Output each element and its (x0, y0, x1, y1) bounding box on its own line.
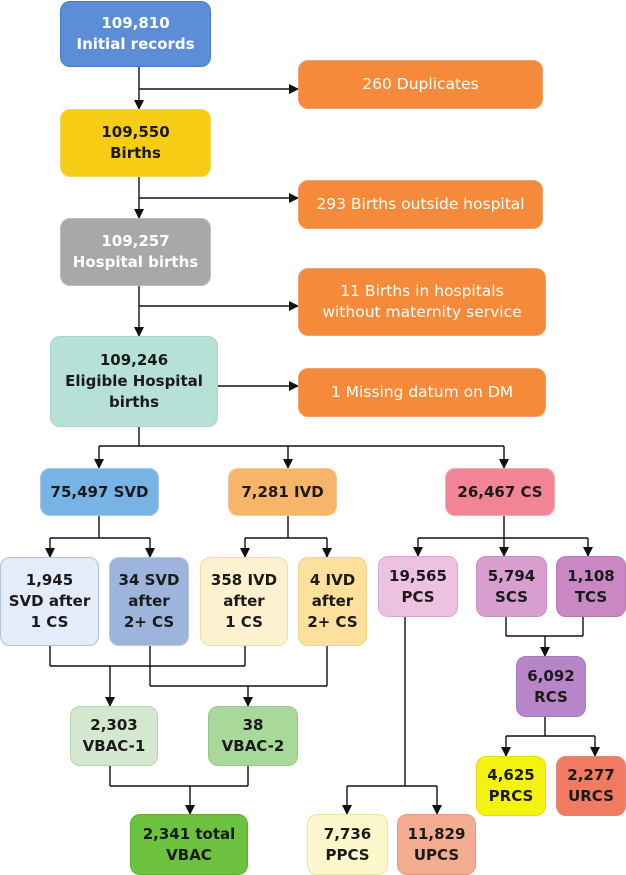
prcs-count: 4,625 (487, 766, 535, 784)
scs-label: SCS (495, 587, 528, 606)
outside-hospital-exclusion-box: 293 Births outside hospital (298, 180, 543, 229)
eligible-births-label-1: Eligible Hospital (65, 372, 203, 390)
svd-after-2cs-box: 34 SVD after 2+ CS (109, 557, 189, 646)
births-label: Births (110, 144, 161, 162)
duplicates-exclusion-box: 260 Duplicates (298, 60, 543, 109)
births-count: 109,550 (101, 123, 170, 141)
prcs-box: 4,625 PRCS (476, 756, 546, 816)
vbac1-box: 2,303 VBAC-1 (70, 706, 158, 766)
svd-after-2cs-line-3: 2+ CS (123, 613, 175, 631)
ivd-after-2cs-box: 4 IVD after 2+ CS (298, 557, 367, 646)
ivd-after-2cs-line-2: after (311, 592, 354, 610)
eligible-births-label-2: births (108, 393, 160, 411)
svd-after-2cs-count: 34 SVD (118, 571, 180, 589)
pcs-box: 19,565 PCS (378, 556, 458, 617)
initial-records-label: Initial records (76, 35, 195, 53)
ivd-after-2cs-count: 4 IVD (309, 571, 356, 589)
svd-box: 75,497 SVD (40, 468, 159, 516)
duplicates-label: 260 Duplicates (362, 75, 479, 93)
no-maternity-exclusion-box: 11 Births in hospitals without maternity… (298, 268, 546, 336)
ivd-after-1cs-line-2: after (223, 592, 265, 610)
ivd-label: 7,281 IVD (241, 482, 324, 501)
initial-records-count: 109,810 (101, 14, 170, 32)
prcs-label: PRCS (488, 787, 534, 805)
hospital-births-count: 109,257 (101, 232, 170, 250)
ivd-after-1cs-count: 358 IVD (210, 571, 278, 589)
scs-count: 5,794 (487, 566, 536, 585)
tcs-label: TCS (574, 587, 608, 606)
urcs-box: 2,277 URCS (556, 756, 626, 816)
upcs-count: 11,829 (407, 824, 466, 843)
rcs-count: 6,092 (527, 666, 575, 685)
rcs-box: 6,092 RCS (516, 656, 586, 717)
upcs-box: 11,829 UPCS (397, 814, 476, 875)
vbac1-count: 2,303 (90, 716, 138, 734)
pcs-label: PCS (401, 587, 435, 606)
vbac-total-count: 2,341 total (142, 824, 236, 843)
vbac1-label: VBAC-1 (82, 737, 146, 755)
svd-label: 75,497 SVD (50, 482, 149, 501)
ppcs-label: PPCS (325, 845, 370, 864)
eligible-births-count: 109,246 (99, 351, 169, 369)
svd-after-1cs-box: 1,945 SVD after 1 CS (0, 557, 99, 646)
vbac2-count: 38 (242, 716, 264, 734)
svd-after-2cs-line-2: after (128, 592, 170, 610)
tcs-count: 1,108 (567, 566, 615, 585)
no-maternity-line-2: without maternity service (322, 303, 522, 321)
vbac2-label: VBAC-2 (221, 737, 285, 755)
vbac2-box: 38 VBAC-2 (208, 706, 298, 766)
initial-records-box: 109,810 Initial records (60, 1, 211, 67)
outside-hospital-label: 293 Births outside hospital (316, 195, 525, 213)
no-maternity-line-1: 11 Births in hospitals (340, 282, 504, 300)
ppcs-count: 7,736 (323, 824, 372, 843)
pcs-count: 19,565 (389, 566, 447, 585)
urcs-label: URCS (568, 787, 614, 805)
missing-datum-exclusion-box: 1 Missing datum on DM (298, 368, 546, 417)
upcs-label: UPCS (413, 845, 460, 864)
missing-datum-label: 1 Missing datum on DM (330, 383, 514, 401)
urcs-count: 2,277 (567, 766, 615, 784)
scs-box: 5,794 SCS (476, 556, 547, 617)
ppcs-box: 7,736 PPCS (307, 814, 388, 875)
vbac-total-label: VBAC (166, 845, 212, 864)
births-box: 109,550 Births (60, 109, 211, 177)
svd-after-1cs-count: 1,945 (25, 571, 74, 589)
hospital-births-box: 109,257 Hospital births (60, 218, 211, 286)
ivd-box: 7,281 IVD (228, 468, 337, 516)
svd-after-1cs-line-3: 1 CS (30, 613, 69, 631)
ivd-after-1cs-line-3: 1 CS (225, 613, 263, 631)
hospital-births-label: Hospital births (72, 253, 199, 271)
cs-label: 26,467 CS (457, 482, 543, 501)
eligible-births-box: 109,246 Eligible Hospital births (50, 336, 218, 427)
svd-after-1cs-line-2: SVD after (8, 592, 91, 610)
ivd-after-1cs-box: 358 IVD after 1 CS (200, 557, 288, 646)
tcs-box: 1,108 TCS (556, 556, 626, 617)
ivd-after-2cs-line-3: 2+ CS (307, 613, 358, 631)
rcs-label: RCS (534, 687, 568, 706)
cs-box: 26,467 CS (445, 468, 555, 516)
vbac-total-box: 2,341 total VBAC (130, 814, 248, 875)
